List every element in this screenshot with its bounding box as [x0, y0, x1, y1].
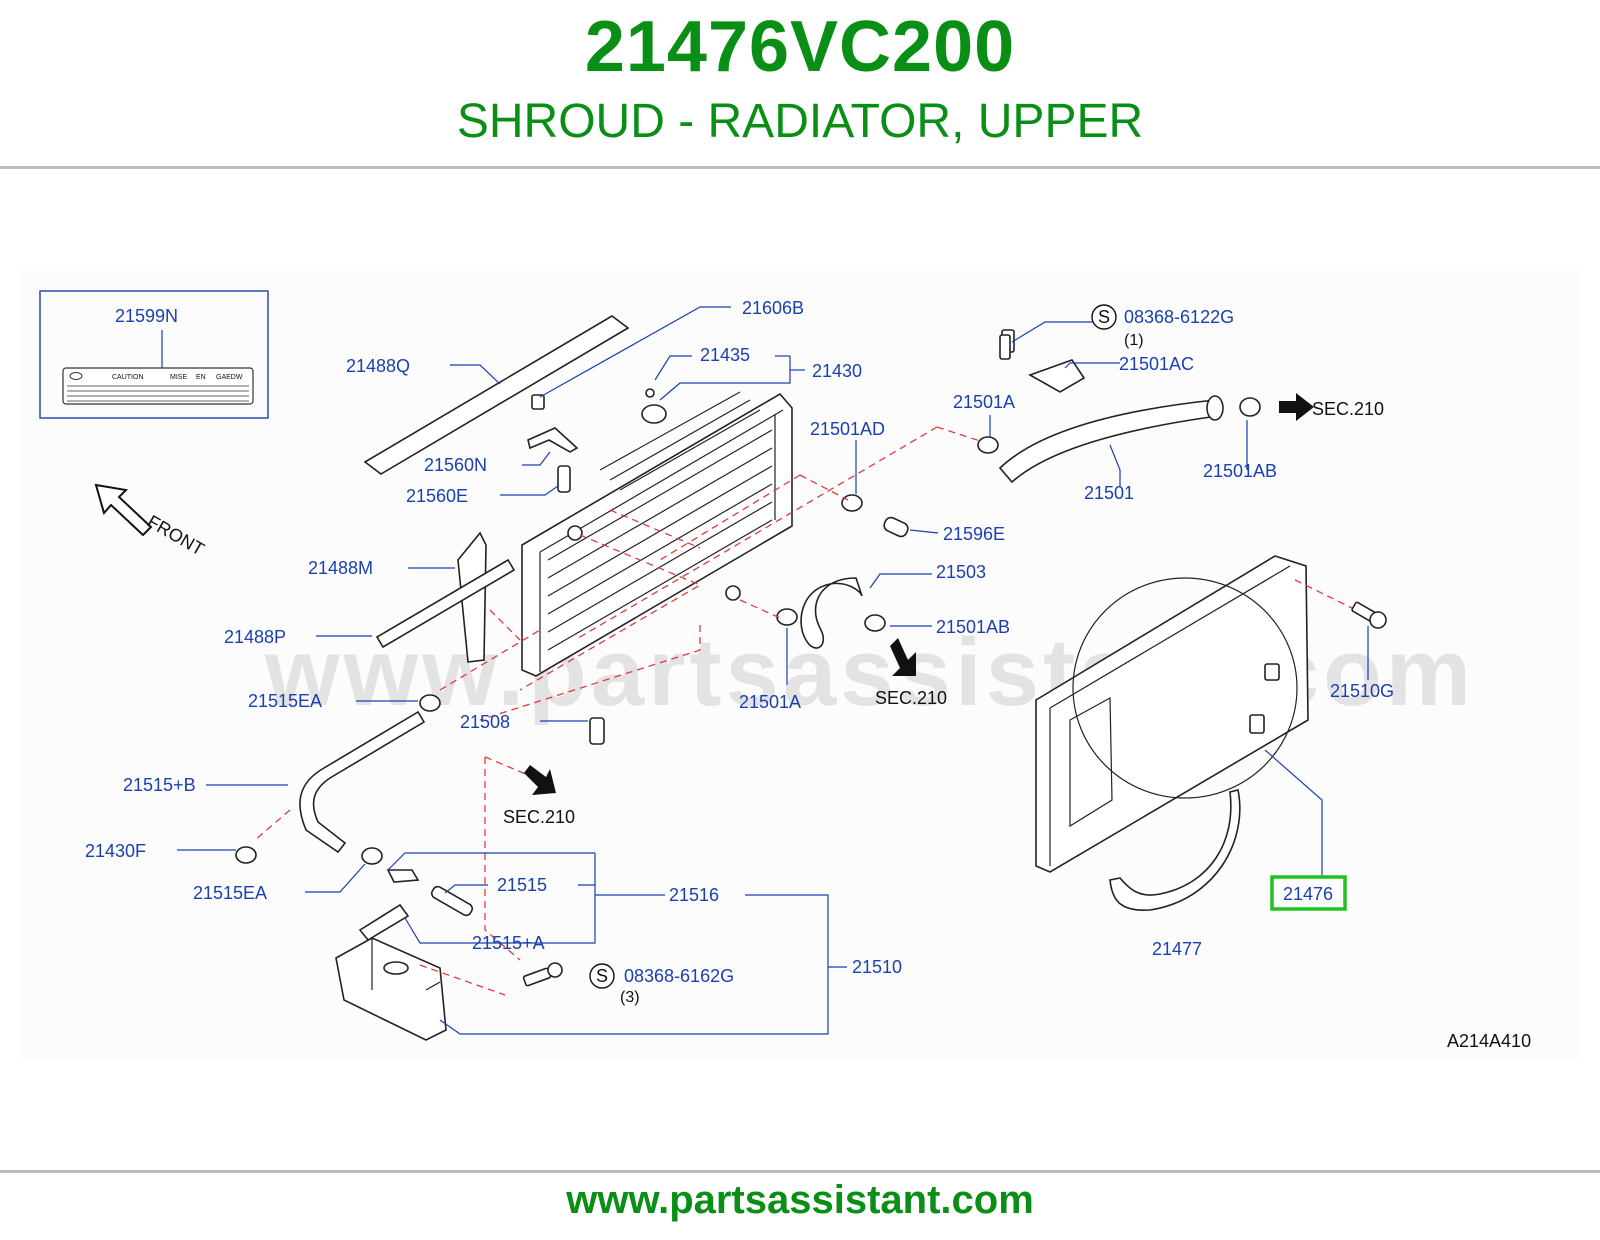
callout-21476-highlighted[interactable]: 21476 [1283, 884, 1333, 904]
callout-21430[interactable]: 21430 [812, 361, 862, 381]
standard-part-symbol-lower: S [589, 963, 615, 989]
bolt-21510G [1351, 601, 1387, 629]
clamp-21501AB-upper [1239, 397, 1261, 417]
callout-21488Q[interactable]: 21488Q [346, 356, 410, 376]
callout-21515B[interactable]: 21515+B [123, 775, 196, 795]
clamp-21430F [235, 846, 257, 864]
callout-21501A-lower[interactable]: 21501A [739, 692, 801, 712]
callout-21515EA-upper[interactable]: 21515EA [248, 691, 322, 711]
callout-21599N[interactable]: 21599N [115, 306, 178, 326]
fan-shroud-21476 [1035, 555, 1309, 873]
clamp-21515EA-lower [361, 847, 383, 865]
cap-21430 [641, 388, 667, 424]
hose-21515B [299, 710, 426, 854]
callout-21515[interactable]: 21515 [497, 875, 547, 895]
bracket-21560N [527, 394, 579, 453]
reservoir-tank-21510 [335, 937, 447, 1041]
sticker-text-en: EN [196, 374, 206, 381]
hose-21501 [998, 395, 1224, 484]
standard-part-symbol-upper: S [1091, 304, 1117, 330]
diagram-canvas [20, 270, 1580, 1060]
sticker-frame [39, 290, 269, 419]
callout-21501AB-upper[interactable]: 21501AB [1203, 461, 1277, 481]
sec210-arrow-upper-icon [1279, 393, 1314, 421]
sec210-arrow-middle-icon [890, 638, 916, 676]
callout-08368-6162G[interactable]: 08368-6162G [624, 966, 734, 986]
callout-21508[interactable]: 21508 [460, 712, 510, 732]
svg-text:S: S [596, 966, 608, 986]
callout-21596E[interactable]: 21596E [943, 524, 1005, 544]
callout-21488M[interactable]: 21488M [308, 558, 373, 578]
hose-21503 [800, 577, 863, 649]
callout-21560N[interactable]: 21560N [424, 455, 487, 475]
fan-shroud-lower-21477 [1109, 789, 1241, 911]
seal-21488P [375, 558, 516, 649]
callout-21430F[interactable]: 21430F [85, 841, 146, 861]
qty-08368-6122G: (1) [1124, 332, 1144, 349]
callout-21477[interactable]: 21477 [1152, 939, 1202, 959]
callout-21516[interactable]: 21516 [669, 885, 719, 905]
svg-text:S: S [1098, 307, 1110, 327]
callout-21510G[interactable]: 21510G [1330, 681, 1394, 701]
clamp-21501A-lower [776, 608, 798, 626]
leader-lines [177, 306, 1369, 1035]
bolt-08368-6122G [999, 334, 1011, 360]
callout-21515EA-lower[interactable]: 21515EA [193, 883, 267, 903]
sticker-text-mise: MISE [170, 374, 187, 381]
footer-divider [0, 1170, 1600, 1173]
mount-21560E [557, 465, 571, 493]
callout-21503[interactable]: 21503 [936, 562, 986, 582]
sec210-ref-upper[interactable]: SEC.210 [1312, 399, 1384, 419]
sticker-text-caution: CAUTION [112, 374, 144, 381]
page-subtitle: SHROUD - RADIATOR, UPPER [456, 95, 1144, 148]
diagram-code: A214A410 [1447, 1031, 1531, 1051]
assembly-lines [254, 426, 1353, 996]
header-divider [0, 166, 1600, 169]
sec210-ref-lower[interactable]: SEC.210 [503, 807, 575, 827]
callout-21501AB-lower[interactable]: 21501AB [936, 617, 1010, 637]
plug-21596E [883, 516, 909, 538]
qty-08368-6162G: (3) [620, 989, 640, 1006]
clamp-21501A-upper [977, 436, 999, 454]
sticker-text-gaedw: GAEDW [216, 374, 243, 381]
drain-plug-21508 [589, 717, 605, 745]
callout-21560E[interactable]: 21560E [406, 486, 468, 506]
footer-website-link[interactable]: www.partsassistant.com [566, 1178, 1034, 1222]
page-title: 21476VC200 [584, 7, 1016, 87]
callout-21501[interactable]: 21501 [1084, 483, 1134, 503]
callout-21488P[interactable]: 21488P [224, 627, 286, 647]
highlight-box-21476 [1270, 875, 1347, 911]
front-arrow-icon [94, 483, 153, 537]
callout-21501A-upper[interactable]: 21501A [953, 392, 1015, 412]
clamp-21501AD [841, 494, 863, 512]
sec210-arrow-lower-icon [524, 765, 556, 795]
callout-labels: 21606B 21488Q 21435 21430 21560N 21560E … [85, 298, 1394, 977]
callout-21435[interactable]: 21435 [700, 345, 750, 365]
callout-21501AD[interactable]: 21501AD [810, 419, 885, 439]
sec210-ref-middle[interactable]: SEC.210 [875, 688, 947, 708]
callout-21510[interactable]: 21510 [852, 957, 902, 977]
fitting-21515 [386, 869, 474, 917]
callout-08368-6122G[interactable]: 08368-6122G [1124, 307, 1234, 327]
callout-21501AC[interactable]: 21501AC [1119, 354, 1194, 374]
hose-21515A [358, 903, 410, 942]
clamp-21515EA-upper [419, 694, 441, 712]
clamp-21501AB-lower [864, 614, 886, 632]
callout-21606B[interactable]: 21606B [742, 298, 804, 318]
caution-label-icon: CAUTION MISE EN GAEDW [62, 367, 254, 405]
bolt-08368-6162G [522, 962, 563, 987]
seal-21488Q [363, 315, 630, 475]
callout-21515A[interactable]: 21515+A [472, 933, 545, 953]
seal-21488M [457, 531, 487, 663]
